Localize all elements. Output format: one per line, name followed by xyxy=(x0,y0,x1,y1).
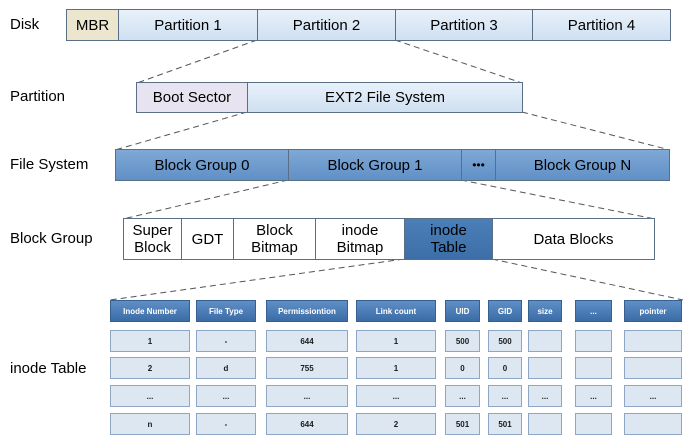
table-cell-uid: 500 xyxy=(445,330,480,352)
bg-inode-bitmap-line-2: Bitmap xyxy=(336,239,384,256)
bg-inode-bitmap-line-1: inode xyxy=(341,222,379,239)
bg-data-blocks: Data Blocks xyxy=(492,218,655,260)
bg-inode-bitmap: inode Bitmap xyxy=(315,218,405,260)
table-cell-file-type: - xyxy=(196,413,256,435)
partition-boot-sector: Boot Sector xyxy=(136,82,248,113)
connector-bg-left xyxy=(122,179,289,220)
table-cell-ellipsis: ... xyxy=(575,385,612,407)
table-cell-uid: ... xyxy=(445,385,480,407)
disk-partition-2: Partition 2 xyxy=(257,9,396,41)
connector-fs-left xyxy=(114,111,248,151)
table-header-ellipsis: ... xyxy=(575,300,612,322)
table-cell-gid: 501 xyxy=(488,413,522,435)
disk-mbr: MBR xyxy=(66,9,119,41)
table-cell-link-count: ... xyxy=(356,385,436,407)
table-header-uid: UID xyxy=(445,300,480,322)
bg-gdt: GDT xyxy=(181,218,234,260)
table-header-link-count: Link count xyxy=(356,300,436,322)
table-header-size: size xyxy=(528,300,562,322)
connector-partition-right xyxy=(394,39,523,84)
table-cell-pointer xyxy=(624,330,682,352)
table-cell-permission: ... xyxy=(266,385,348,407)
bg-inode-table-line-2: Table xyxy=(430,239,467,256)
partition-ext2-fs: EXT2 File System xyxy=(247,82,523,113)
table-header-permission: Permissiontion xyxy=(266,300,348,322)
table-cell-link-count: 1 xyxy=(356,357,436,379)
bg-block-bitmap-line-2: Bitmap xyxy=(251,239,298,256)
fs-block-group-ellipsis: ••• xyxy=(461,149,496,181)
table-cell-pointer: ... xyxy=(624,385,682,407)
fs-block-group-n: Block Group N xyxy=(495,149,670,181)
disk-partition-1: Partition 1 xyxy=(118,9,258,41)
table-cell-pointer xyxy=(624,413,682,435)
bg-inode-table-line-1: inode xyxy=(430,222,467,239)
table-cell-ellipsis xyxy=(575,413,612,435)
level-label-file-system: File System xyxy=(10,156,89,173)
table-cell-inode-number: 1 xyxy=(110,330,190,352)
connector-partition-left xyxy=(136,39,258,84)
table-cell-size xyxy=(528,413,562,435)
table-cell-gid: 500 xyxy=(488,330,522,352)
level-label-block-group: Block Group xyxy=(10,230,93,247)
fs-block-group-0: Block Group 0 xyxy=(115,149,289,181)
bg-inode-table: inode Table xyxy=(404,218,493,260)
table-cell-size: ... xyxy=(528,385,562,407)
connector-fs-right xyxy=(521,111,671,151)
table-cell-file-type: d xyxy=(196,357,256,379)
bg-super-block: Super Block xyxy=(123,218,182,260)
table-header-inode-number: Inode Number xyxy=(110,300,190,322)
connector-table-right xyxy=(491,258,684,301)
table-cell-gid: ... xyxy=(488,385,522,407)
connector-bg-right xyxy=(460,179,656,220)
table-header-file-type: File Type xyxy=(196,300,256,322)
table-cell-permission: 644 xyxy=(266,413,348,435)
table-cell-pointer xyxy=(624,357,682,379)
table-cell-inode-number: n xyxy=(110,413,190,435)
table-header-gid: GID xyxy=(488,300,522,322)
level-label-inode-table: inode Table xyxy=(10,360,87,377)
table-cell-size xyxy=(528,357,562,379)
table-cell-size xyxy=(528,330,562,352)
table-cell-permission: 644 xyxy=(266,330,348,352)
table-cell-ellipsis xyxy=(575,330,612,352)
bg-block-bitmap-line-1: Block xyxy=(256,222,293,239)
table-cell-permission: 755 xyxy=(266,357,348,379)
table-cell-inode-number: ... xyxy=(110,385,190,407)
table-cell-ellipsis xyxy=(575,357,612,379)
bg-super-block-line-1: Super xyxy=(132,222,173,239)
table-cell-gid: 0 xyxy=(488,357,522,379)
disk-partition-3: Partition 3 xyxy=(395,9,533,41)
table-cell-link-count: 2 xyxy=(356,413,436,435)
table-cell-link-count: 1 xyxy=(356,330,436,352)
level-label-disk: Disk xyxy=(10,16,40,33)
table-cell-file-type: ... xyxy=(196,385,256,407)
table-cell-inode-number: 2 xyxy=(110,357,190,379)
disk-partition-4: Partition 4 xyxy=(532,9,671,41)
table-header-pointer: pointer xyxy=(624,300,682,322)
connector-table-left xyxy=(109,258,405,301)
table-cell-uid: 501 xyxy=(445,413,480,435)
fs-block-group-1: Block Group 1 xyxy=(288,149,462,181)
table-cell-uid: 0 xyxy=(445,357,480,379)
bg-super-block-line-2: Block xyxy=(134,239,171,256)
bg-block-bitmap: Block Bitmap xyxy=(233,218,316,260)
table-cell-file-type: - xyxy=(196,330,256,352)
level-label-partition: Partition xyxy=(10,88,66,105)
